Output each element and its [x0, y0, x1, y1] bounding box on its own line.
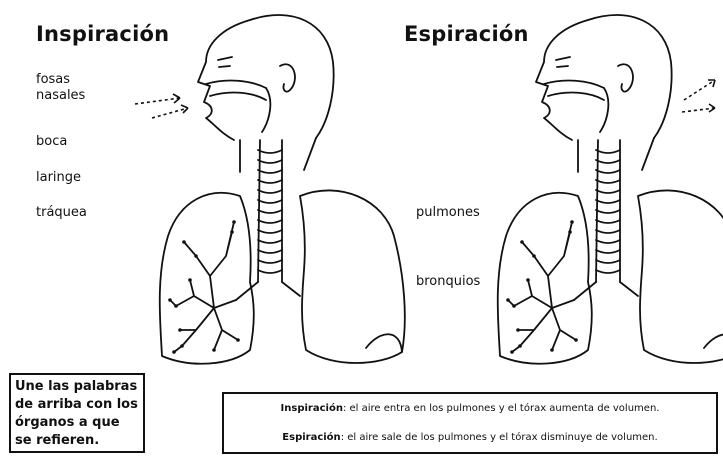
- inspiration-title: Inspiración: [36, 22, 169, 46]
- definition-text: : el aire sale de los pulmones y el tóra…: [341, 432, 658, 443]
- definitions-box: Inspiración: el aire entra en los pulmon…: [222, 392, 718, 454]
- expiration-title: Espiración: [404, 22, 529, 46]
- definition-expiration: Espiración: el aire sale de los pulmones…: [224, 432, 716, 443]
- label-traquea: tráquea: [36, 205, 87, 221]
- label-pulmones: pulmones: [416, 205, 480, 221]
- label-fosas-nasales: fosas nasales: [36, 72, 96, 104]
- definition-term: Espiración: [282, 432, 340, 443]
- air-out-arrows: [682, 80, 715, 112]
- expiration-figure: [498, 15, 723, 364]
- label-boca: boca: [36, 134, 67, 150]
- instruction-box: Une las palabras de arriba con los órgan…: [9, 373, 145, 453]
- label-bronquios: bronquios: [416, 274, 480, 290]
- label-laringe: laringe: [36, 170, 81, 186]
- definition-term: Inspiración: [281, 403, 343, 414]
- definition-text: : el aire entra en los pulmones y el tór…: [343, 403, 660, 414]
- air-in-arrows: [135, 98, 188, 118]
- definition-inspiration: Inspiración: el aire entra en los pulmon…: [224, 403, 716, 414]
- inspiration-figure: [135, 15, 405, 364]
